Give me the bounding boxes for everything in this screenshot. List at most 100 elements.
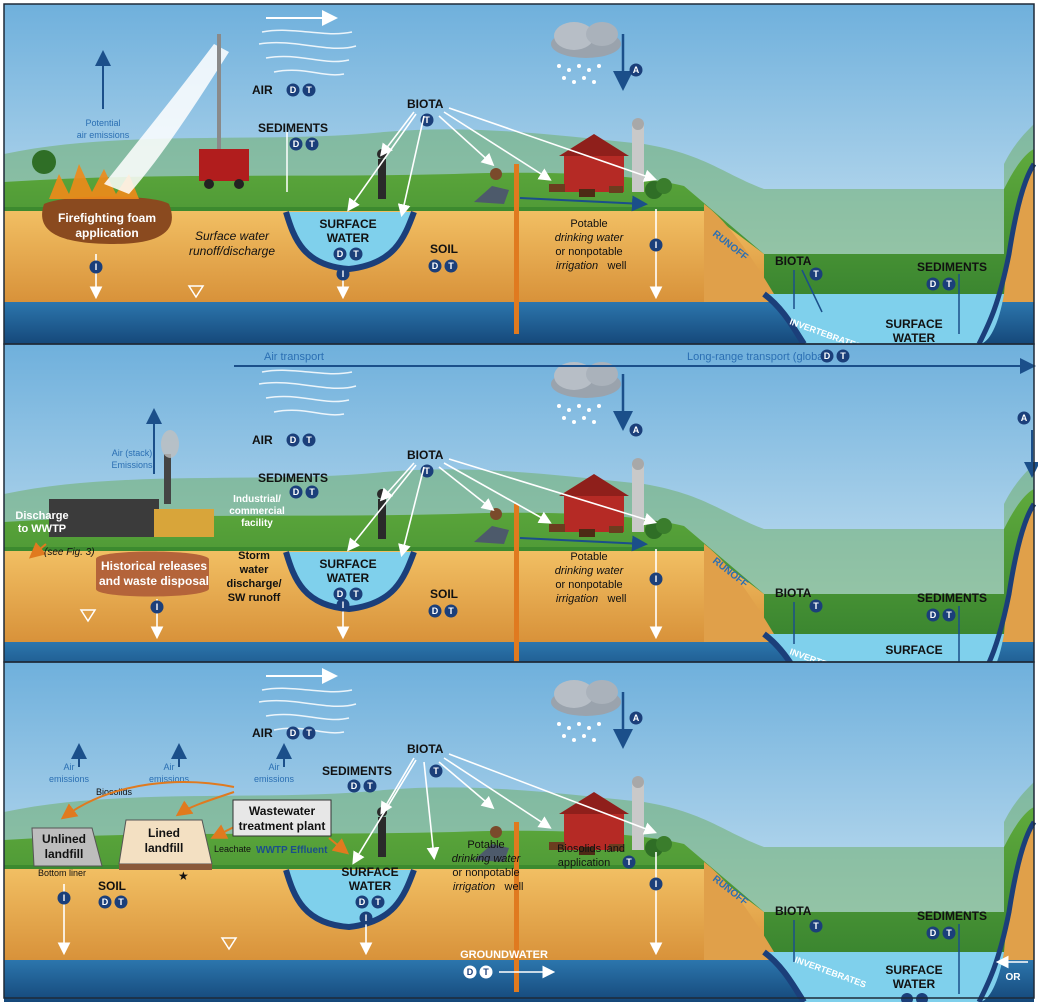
surface-right-label-1: SURFACE bbox=[885, 317, 942, 331]
water-table-icon bbox=[187, 285, 205, 299]
air-label: AIR bbox=[252, 726, 273, 740]
badge-d: D bbox=[337, 249, 344, 259]
unlined-label-2: landfill bbox=[45, 847, 84, 861]
nonpotable-label: or nonpotable bbox=[555, 579, 622, 591]
badge-t: T bbox=[309, 139, 315, 149]
discharge-label-2: to WWTP bbox=[18, 523, 66, 535]
air-label: AIR bbox=[252, 433, 273, 447]
potable-label: Potable bbox=[467, 839, 504, 851]
air-emissions-label-1: Air bbox=[64, 762, 75, 772]
air-emissions-label-2: emissions bbox=[254, 774, 295, 784]
industrial-label-2: commercial bbox=[229, 506, 285, 517]
panel-industrial: Air transport Long-range transport (glob… bbox=[4, 344, 1038, 684]
potential-air-label-1: Potential bbox=[85, 118, 120, 128]
badge-d: D bbox=[290, 728, 297, 738]
storm-label-2: water bbox=[239, 564, 269, 576]
surface-water-label-2: WATER bbox=[349, 879, 392, 893]
badge-a: A bbox=[633, 65, 640, 75]
badge-t: T bbox=[424, 466, 430, 476]
badge-d: D bbox=[359, 897, 366, 907]
wwtp-label-2: treatment plant bbox=[239, 819, 326, 833]
see-fig-label: (see Fig. 3) bbox=[44, 547, 95, 558]
irrigation-label: irrigation bbox=[453, 881, 495, 893]
badge-d: D bbox=[930, 610, 937, 620]
badge-t: T bbox=[946, 928, 952, 938]
badge-t: T bbox=[813, 601, 819, 611]
sediments-label: SEDIMENTS bbox=[322, 764, 392, 778]
biosolids-land-label-2: application bbox=[558, 857, 611, 869]
nonpotable-label: or nonpotable bbox=[452, 867, 519, 879]
wwtp-label-1: Wastewater bbox=[249, 804, 316, 818]
surface-runoff-label-2: runoff/discharge bbox=[189, 244, 275, 258]
badge-i: I bbox=[655, 240, 658, 250]
potable-label: Potable bbox=[570, 218, 607, 230]
biota-right-label: BIOTA bbox=[775, 586, 812, 600]
badge-d: D bbox=[432, 261, 439, 271]
leachate-label: Leachate bbox=[214, 844, 251, 854]
badge-d: D bbox=[337, 589, 344, 599]
soil-label: SOIL bbox=[98, 879, 126, 893]
wwtp-box bbox=[232, 799, 332, 837]
surface-right-label-2: WATER bbox=[893, 977, 936, 991]
water-table-icon bbox=[79, 609, 97, 623]
biota-right-label: BIOTA bbox=[775, 904, 812, 918]
air-emissions-label-2: emissions bbox=[49, 774, 90, 784]
groundwater-label: GROUNDWATER bbox=[460, 949, 548, 961]
long-range-label: Long-range transport (global) bbox=[687, 351, 829, 363]
foam-spray bbox=[104, 44, 229, 194]
badge-t: T bbox=[306, 728, 312, 738]
badge-d: D bbox=[102, 897, 109, 907]
panel-wwtp: Air emissions Air emissions Air emission… bbox=[4, 662, 1034, 1002]
badge-t: T bbox=[424, 115, 430, 125]
industrial-label-1: Industrial/ bbox=[233, 494, 281, 505]
drinking-label: drinking water bbox=[555, 232, 625, 244]
badge-t: T bbox=[353, 589, 359, 599]
fire-truck bbox=[199, 149, 249, 181]
surface-water-label-1: SURFACE bbox=[341, 865, 398, 879]
air-emissions-label-2: emissions bbox=[149, 774, 190, 784]
factory bbox=[49, 499, 159, 537]
industrial-label-3: facility bbox=[241, 518, 273, 529]
badge-d: D bbox=[351, 781, 358, 791]
badge-t: T bbox=[483, 967, 489, 977]
badge-i: I bbox=[655, 879, 658, 889]
biota-label: BIOTA bbox=[407, 448, 444, 462]
sediments-right-label: SEDIMENTS bbox=[917, 260, 987, 274]
soil-label: SOIL bbox=[430, 587, 458, 601]
badge-i: I bbox=[63, 893, 66, 903]
badge-d: D bbox=[930, 279, 937, 289]
badge-t: T bbox=[946, 610, 952, 620]
badge-d: D bbox=[290, 435, 297, 445]
foam-pool bbox=[42, 196, 172, 244]
well-label: well bbox=[504, 881, 524, 893]
badge-a: A bbox=[633, 425, 640, 435]
biota-label: BIOTA bbox=[407, 97, 444, 111]
well-label: well bbox=[607, 593, 627, 605]
unlined-label-1: Unlined bbox=[42, 832, 86, 846]
badge-d: D bbox=[293, 487, 300, 497]
badge-d: D bbox=[290, 85, 297, 95]
badge-d: D bbox=[293, 139, 300, 149]
air-label: AIR bbox=[252, 83, 273, 97]
stack-label-2: Emissions bbox=[111, 460, 153, 470]
air-emissions-label-1: Air bbox=[164, 762, 175, 772]
discharge-label-1: Discharge bbox=[15, 510, 68, 522]
lined-label-2: landfill bbox=[145, 841, 184, 855]
badge-t: T bbox=[448, 606, 454, 616]
unlined-landfill bbox=[31, 827, 103, 867]
biota-right-label: BIOTA bbox=[775, 254, 812, 268]
panel-firefighting: Potential air emissions AIR D T SEDIMENT… bbox=[4, 4, 1034, 352]
irrigation-label: irrigation bbox=[556, 260, 598, 272]
historical-label-1: Historical releases bbox=[101, 559, 207, 573]
badge-t: T bbox=[946, 279, 952, 289]
tree-icon bbox=[32, 150, 56, 174]
badge-d: D bbox=[467, 967, 474, 977]
drinking-label: drinking water bbox=[555, 565, 625, 577]
badge-t: T bbox=[367, 781, 373, 791]
badge-a: A bbox=[1021, 413, 1028, 423]
storm-label-3: discharge/ bbox=[226, 578, 281, 590]
biota-label: BIOTA bbox=[407, 742, 444, 756]
water-table-icon bbox=[220, 937, 238, 951]
air-emissions-label-1: Air bbox=[269, 762, 280, 772]
air-transport-label: Air transport bbox=[264, 351, 324, 363]
